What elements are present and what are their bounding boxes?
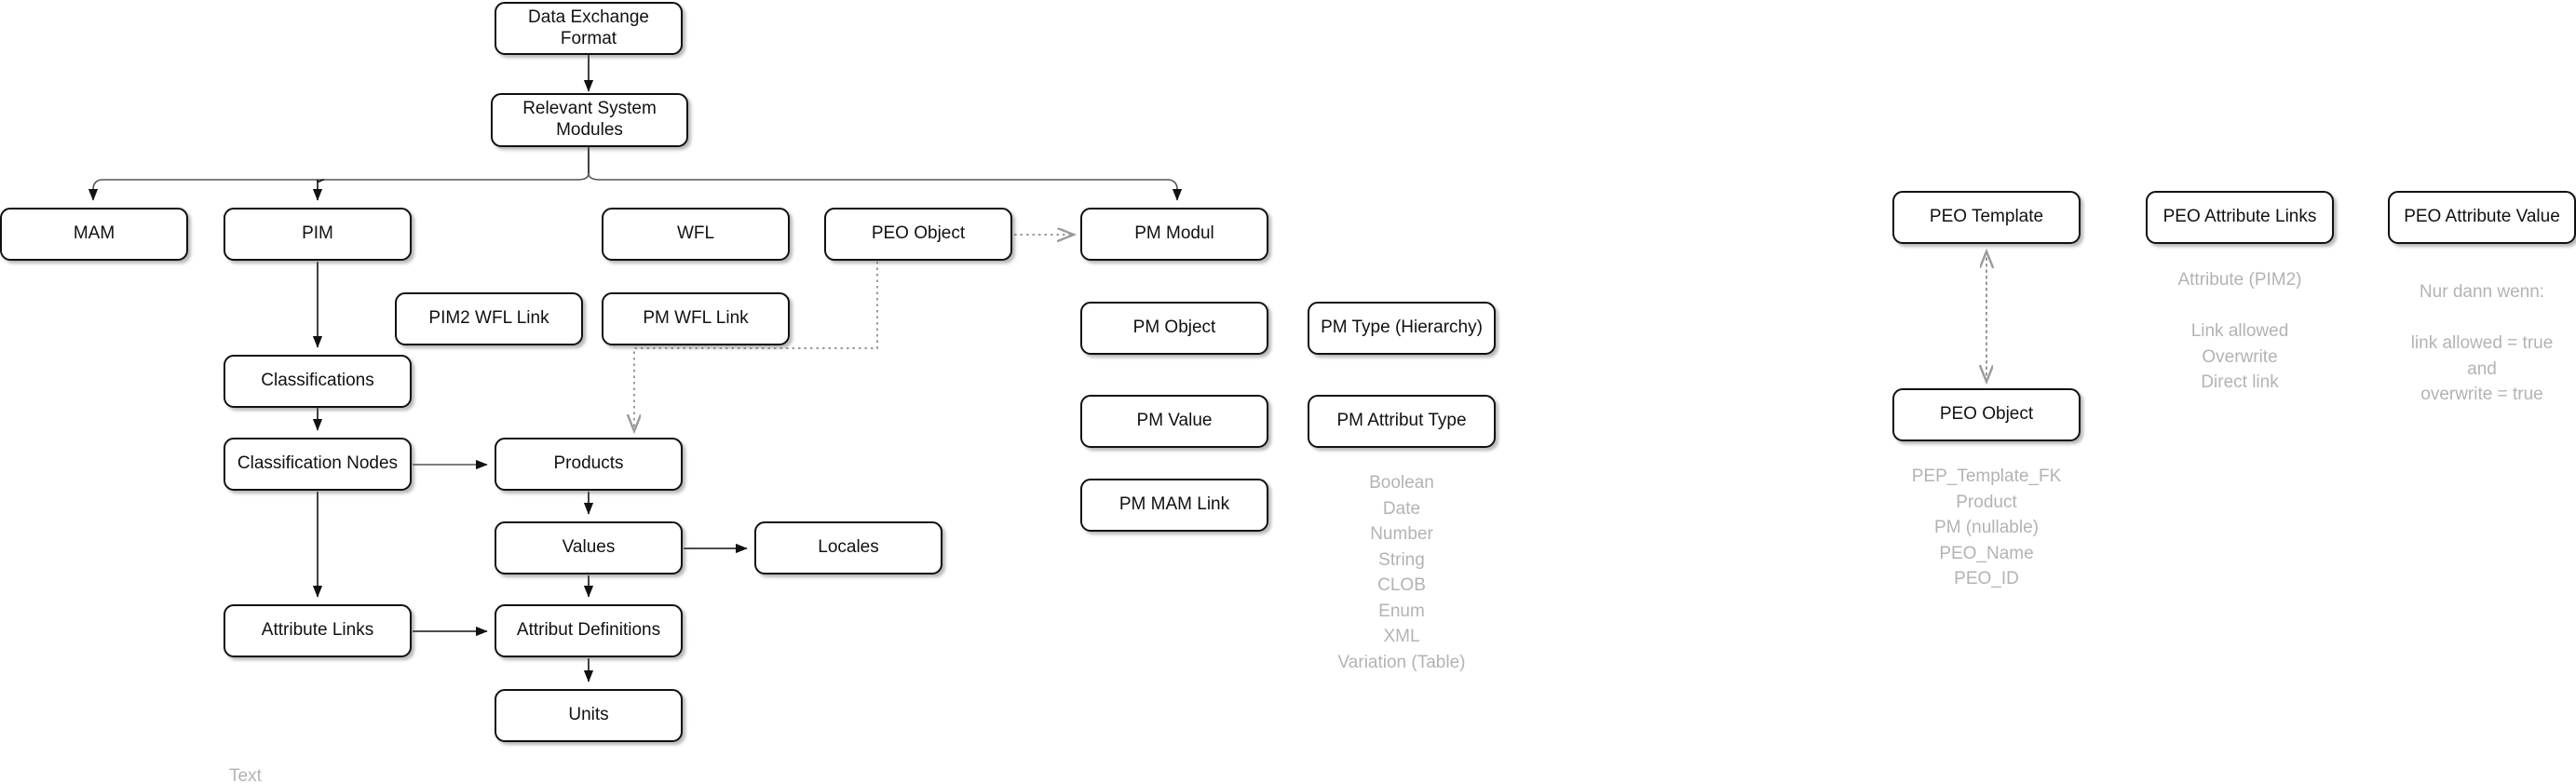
node-label: WFL <box>676 223 715 244</box>
node-values[interactable]: Values <box>495 521 683 574</box>
node-label: Relevant System Modules <box>522 99 657 140</box>
node-wfl[interactable]: WFL <box>602 208 790 261</box>
note-peo-object-fields: PEP_Template_FK Product PM (nullable) PE… <box>1911 466 2062 589</box>
node-peo-template[interactable]: PEO Template <box>1892 191 2081 244</box>
node-label: PEO Template <box>1929 207 2044 227</box>
node-data-exchange-format[interactable]: Data Exchange Format <box>495 2 683 55</box>
node-classifications[interactable]: Classifications <box>224 355 412 408</box>
node-attribute-links[interactable]: Attribute Links <box>224 604 412 657</box>
node-label: Locales <box>818 537 879 558</box>
node-label: MAM <box>73 223 115 244</box>
node-pim[interactable]: PIM <box>224 208 412 261</box>
node-label: PM MAM Link <box>1119 494 1230 515</box>
node-label: PM Modul <box>1134 223 1214 244</box>
node-label: Attribute Links <box>261 620 374 641</box>
node-label: PM WFL Link <box>643 308 749 329</box>
node-peo-attribute-value[interactable]: PEO Attribute Value <box>2388 191 2576 244</box>
node-pim2-wfl-link[interactable]: PIM2 WFL Link <box>395 292 583 345</box>
node-label: Classifications <box>261 371 374 391</box>
note-peo-attribute-value: Nur dann wenn: link allowed = true and o… <box>2410 282 2554 405</box>
node-units[interactable]: Units <box>495 689 683 742</box>
node-pm-modul[interactable]: PM Modul <box>1080 208 1268 261</box>
node-pm-wfl-link[interactable]: PM WFL Link <box>602 292 790 345</box>
node-peo-object-right[interactable]: PEO Object <box>1892 388 2081 441</box>
node-label: PM Attribut Type <box>1336 411 1467 431</box>
node-label: Attribut Definitions <box>516 620 661 641</box>
node-label: Classification Nodes <box>237 453 399 474</box>
node-products[interactable]: Products <box>495 438 683 491</box>
node-relevant-system-modules[interactable]: Relevant System Modules <box>491 93 688 147</box>
node-peo-attribute-links[interactable]: PEO Attribute Links <box>2146 191 2334 244</box>
node-label: PEO Object <box>871 223 966 244</box>
node-label: Units <box>568 705 609 725</box>
node-label: Products <box>553 453 624 474</box>
node-pm-value[interactable]: PM Value <box>1080 395 1268 448</box>
node-locales[interactable]: Locales <box>754 521 942 574</box>
node-label: Values <box>562 537 616 558</box>
node-label: PM Type (Hierarchy) <box>1321 318 1483 338</box>
node-peo-object-top[interactable]: PEO Object <box>824 208 1012 261</box>
node-label: PEO Attribute Value <box>2404 207 2560 227</box>
node-pm-attribut-type[interactable]: PM Attribut Type <box>1308 395 1496 448</box>
node-label: PIM <box>302 223 333 244</box>
edge-peo-object-to-products <box>634 262 878 430</box>
node-label: PM Object <box>1132 318 1216 338</box>
node-label: PM Value <box>1136 411 1213 431</box>
node-label: Data Exchange Format <box>528 7 649 48</box>
node-classification-nodes[interactable]: Classification Nodes <box>224 438 412 491</box>
node-attribut-definitions[interactable]: Attribut Definitions <box>495 604 683 657</box>
note-pm-attribut-type-values: Boolean Date Number String CLOB Enum XML… <box>1337 473 1466 672</box>
node-pm-object[interactable]: PM Object <box>1080 302 1268 355</box>
node-mam[interactable]: MAM <box>0 208 188 261</box>
node-pm-mam-link[interactable]: PM MAM Link <box>1080 479 1268 532</box>
note-text-label: Text <box>229 766 262 784</box>
node-pm-type-hierarchy[interactable]: PM Type (Hierarchy) <box>1308 302 1496 355</box>
node-label: PIM2 WFL Link <box>428 308 549 329</box>
note-peo-attribute-links: Attribute (PIM2) Link allowed Overwrite … <box>2177 270 2302 393</box>
edge-relevant-system-modules-to-children <box>88 147 1183 201</box>
node-label: PEO Object <box>1939 404 2034 425</box>
node-label: PEO Attribute Links <box>2162 207 2317 227</box>
